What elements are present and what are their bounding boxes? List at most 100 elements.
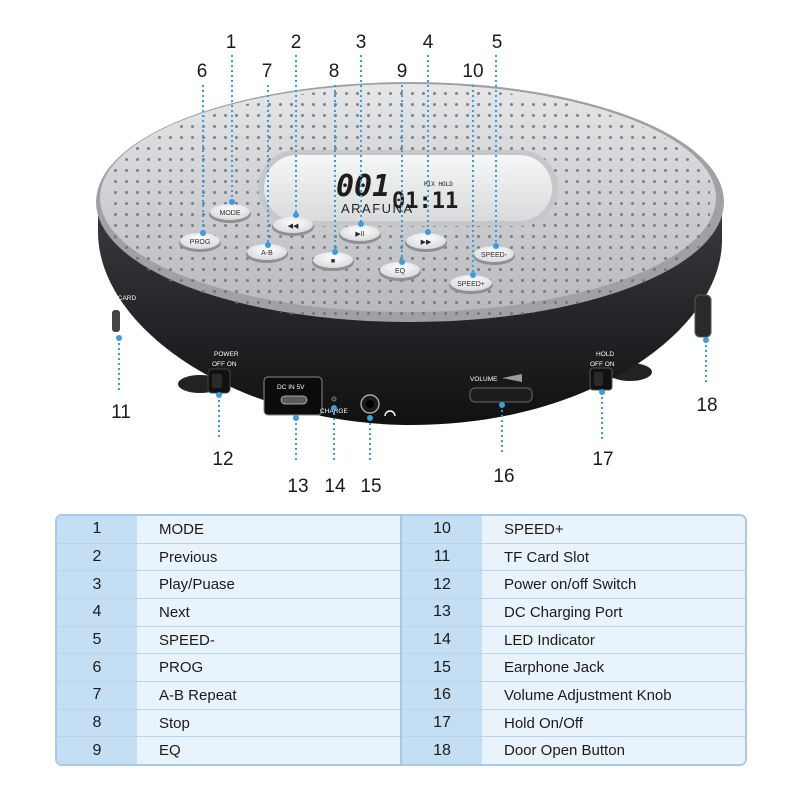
legend-num: 4: [57, 599, 137, 626]
legend-label: PROG: [137, 654, 400, 682]
eq-button[interactable]: EQ: [379, 262, 421, 281]
legend-num: 1: [57, 516, 137, 543]
svg-text:▶▶: ▶▶: [421, 239, 432, 246]
legend-label: A-B Repeat: [137, 682, 400, 709]
legend-label: Earphone Jack: [482, 654, 745, 682]
svg-text:DC IN 5V: DC IN 5V: [277, 384, 305, 391]
svg-text:▶II: ▶II: [355, 231, 364, 238]
door-open-button[interactable]: [694, 294, 712, 338]
legend-num: 12: [402, 571, 482, 599]
callout-10: 10: [462, 61, 483, 82]
legend-num: 8: [57, 709, 137, 737]
tf-card-slot[interactable]: TF CARD: [108, 295, 136, 332]
svg-text:OFF ON: OFF ON: [590, 361, 615, 368]
callout-12: 12: [212, 449, 233, 470]
legend-num: 6: [57, 654, 137, 682]
svg-text:EQ: EQ: [395, 268, 406, 275]
legend-num: 11: [402, 543, 482, 571]
callout-17: 17: [592, 449, 613, 470]
lcd-time: 01:11: [392, 189, 458, 214]
speed-plus-button[interactable]: SPEED+: [449, 275, 493, 294]
legend-label: MODE: [137, 516, 400, 543]
legend-label: DC Charging Port: [482, 599, 745, 626]
legend-num: 14: [402, 626, 482, 654]
led-indicator: [331, 396, 337, 402]
legend-num: 9: [57, 737, 137, 764]
svg-text:VOLUME: VOLUME: [470, 376, 498, 383]
legend-label: Door Open Button: [482, 737, 745, 764]
ab-repeat-button[interactable]: A-B: [246, 244, 288, 263]
svg-text:TF CARD: TF CARD: [108, 295, 136, 302]
callout-7: 7: [262, 61, 273, 82]
previous-button[interactable]: ◀◀: [272, 217, 314, 236]
power-switch[interactable]: POWER OFF ON: [207, 351, 239, 394]
callout-lines: [118, 55, 707, 462]
callout-16: 16: [493, 466, 514, 487]
svg-text:CHARGE: CHARGE: [320, 408, 348, 415]
legend-num: 16: [402, 682, 482, 709]
legend-label: Stop: [137, 709, 400, 737]
volume-knob[interactable]: VOLUME: [469, 374, 533, 403]
svg-text:PROG: PROG: [190, 239, 211, 246]
callout-14: 14: [324, 476, 346, 497]
play-pause-button[interactable]: ▶II: [339, 225, 381, 244]
svg-text:OFF ON: OFF ON: [212, 361, 237, 368]
svg-text:◀◀: ◀◀: [288, 223, 299, 230]
callout-5: 5: [492, 32, 503, 53]
legend-label: SPEED+: [482, 516, 745, 543]
lcd-indicator: MIX HOLD: [424, 181, 453, 188]
callout-3: 3: [356, 32, 367, 53]
legend-num: 3: [57, 571, 137, 599]
mode-button[interactable]: MODE: [209, 204, 251, 223]
legend-label: Power on/off Switch: [482, 571, 745, 599]
svg-text:SPEED+: SPEED+: [457, 281, 485, 288]
prog-button[interactable]: PROG: [179, 233, 221, 252]
speed-minus-button[interactable]: SPEED-: [473, 246, 515, 265]
legend-num: 17: [402, 709, 482, 737]
legend-label: SPEED-: [137, 626, 400, 654]
callout-11: 11: [111, 402, 131, 423]
legend-label: Volume Adjustment Knob: [482, 682, 745, 709]
svg-text:MODE: MODE: [220, 210, 241, 217]
svg-text:A-B: A-B: [261, 250, 273, 257]
legend-num: 13: [402, 599, 482, 626]
next-button[interactable]: ▶▶: [405, 233, 447, 252]
svg-text:POWER: POWER: [214, 351, 239, 358]
callout-dots: [116, 199, 709, 421]
callout-6: 6: [197, 61, 208, 82]
earphone-jack[interactable]: [360, 394, 396, 417]
callout-1: 1: [226, 32, 237, 53]
legend-num: 5: [57, 626, 137, 654]
brand-logo: ARAFUNA: [341, 201, 414, 216]
svg-text:HOLD: HOLD: [596, 351, 614, 358]
legend-num: 15: [402, 654, 482, 682]
legend-num: 7: [57, 682, 137, 709]
svg-text:SPEED-: SPEED-: [481, 252, 508, 259]
stop-button[interactable]: ■: [312, 252, 354, 271]
legend-label: Next: [137, 599, 400, 626]
dc-charging-port[interactable]: DC IN 5V: [263, 376, 323, 416]
callout-2: 2: [291, 32, 302, 53]
legend-label: TF Card Slot: [482, 543, 745, 571]
hold-switch[interactable]: HOLD OFF ON: [589, 351, 615, 391]
callout-9: 9: [397, 61, 408, 82]
legend-label: Play/Puase: [137, 571, 400, 599]
legend-num: 18: [402, 737, 482, 764]
